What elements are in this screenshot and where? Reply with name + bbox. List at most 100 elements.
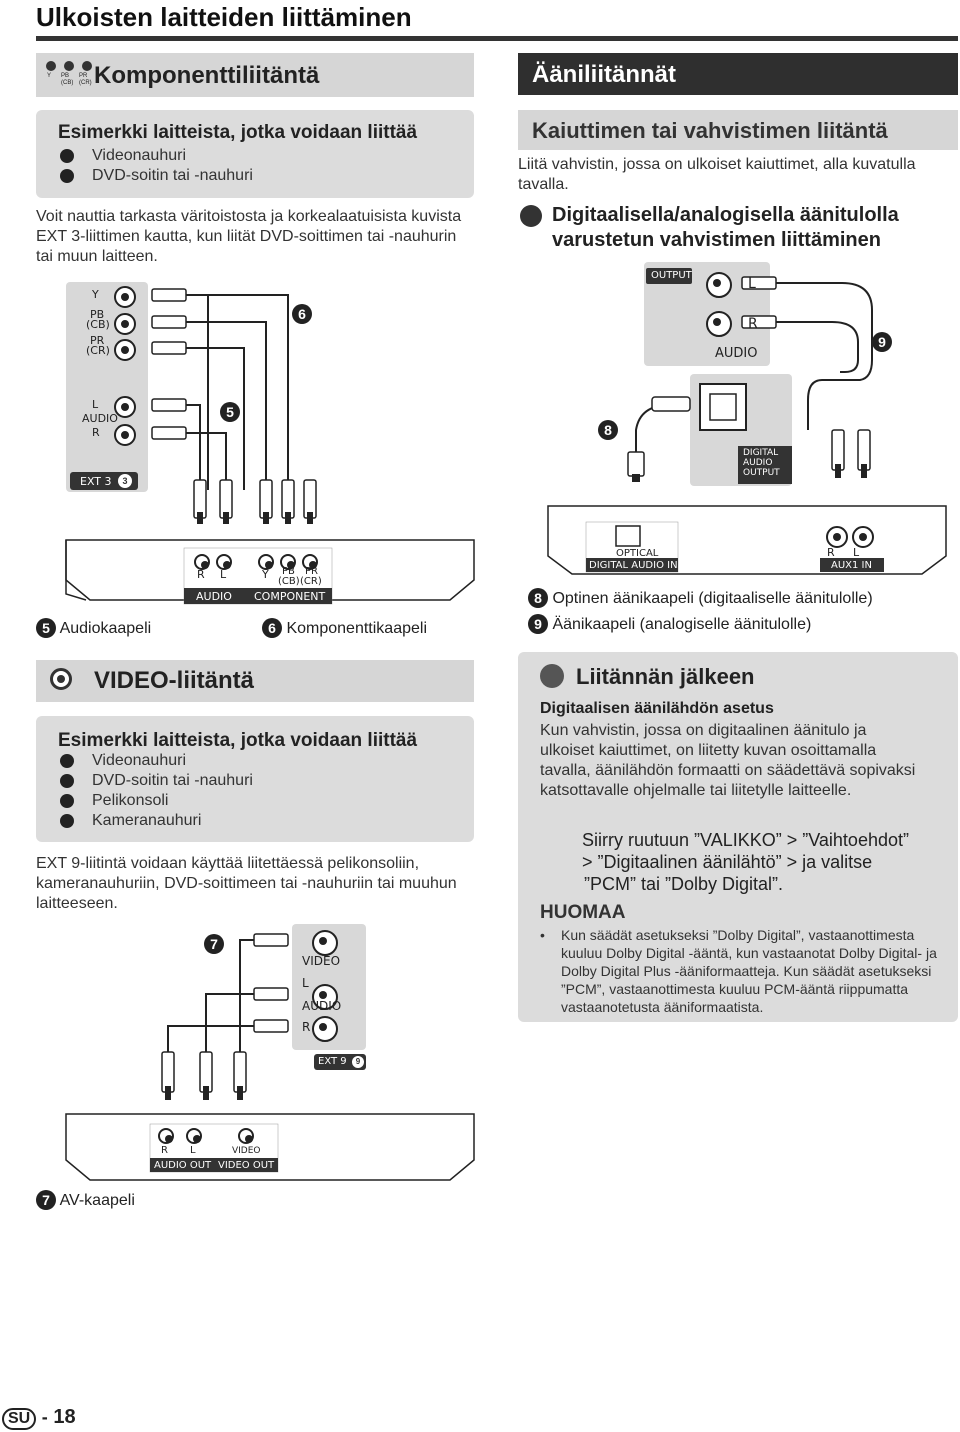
caption-8-number: 8 [528, 588, 548, 608]
after-bullet-icon [540, 664, 564, 688]
digital-output-badge: DIGITAL AUDIO OUTPUT [738, 446, 792, 484]
tv-out-r-jack [706, 311, 732, 337]
device-audio-out-l-jack [186, 1128, 202, 1144]
footer-separator: - [41, 1407, 48, 1427]
examples-title: Esimerkki laitteista, jotka voidaan liit… [58, 122, 418, 143]
component-section-header: Y PB (CB) PR (CR) Komponenttiliitäntä [36, 53, 474, 97]
note-item: • Kun säädät asetukseksi ”Dolby Digital”… [540, 926, 940, 1016]
ext3-number: 3 [118, 474, 132, 488]
caption-9-text: Äänikaapeli (analogiselle äänitulolle) [552, 616, 812, 633]
tv-cr-label: (CR) [86, 344, 110, 357]
tv-cb-label: (CB) [86, 318, 110, 331]
device-audio-l-jack [216, 554, 232, 570]
cable-9-marker: 9 [872, 332, 892, 352]
after-heading: Liitännän jälkeen [576, 664, 755, 689]
amp-l-label: L [853, 546, 860, 559]
tv-pr-jack [114, 339, 136, 361]
device-cr-label: (CR) [300, 576, 322, 587]
tv-out-r-label: R [748, 316, 758, 332]
caption-6-number: 6 [262, 618, 282, 638]
tv-y-jack [114, 286, 136, 308]
amp-subheading: Kaiuttimen tai vahvistimen liitäntä [532, 118, 888, 143]
list-item: Videonauhuri [58, 751, 253, 771]
device-r-label: R [197, 568, 205, 581]
instruction-line-3: ”PCM” tai ”Dolby Digital”. [584, 874, 784, 894]
pb-jack-icon [64, 61, 74, 71]
page-footer: SU - 18 [2, 1406, 76, 1430]
caption-5-number: 5 [36, 618, 56, 638]
audio-out-label: AUDIO OUT [154, 1160, 212, 1171]
amp-subsection-header: Kaiuttimen tai vahvistimen liitäntä [518, 110, 958, 150]
amp-aux-l-jack [852, 526, 874, 548]
pr-icon-label: PR (CR) [79, 73, 92, 86]
note-bullet: • [540, 927, 545, 943]
list-item: Videonauhuri [58, 146, 253, 166]
device-audio-out-r-jack [158, 1128, 174, 1144]
tv-pb-label: PB [90, 308, 105, 321]
device-pr-label: PR [305, 566, 318, 577]
component-icon: Y PB (CB) PR (CR) [44, 59, 98, 89]
y-icon-label: Y [47, 73, 52, 79]
caption-7-text: AV-kaapeli [59, 1192, 135, 1209]
tv-r-label: R [92, 426, 100, 439]
device-y-jack [258, 554, 274, 570]
caption-5: 5 Audiokaapeli [36, 618, 151, 638]
amp-r-label: R [827, 546, 835, 559]
ext3-badge: EXT 3 3 [70, 472, 138, 490]
tv-out-audio-label: AUDIO [715, 346, 758, 361]
device-l-label: L [220, 568, 227, 581]
video-section-header: VIDEO-liitäntä [36, 660, 474, 702]
caption-5-text: Audiokaapeli [59, 620, 152, 637]
list-item: Pelikonsoli [58, 791, 253, 811]
page-number: 18 [53, 1406, 76, 1428]
list-item: DVD-soitin tai -nauhuri [58, 771, 253, 791]
digital-label: DIGITAL [743, 448, 779, 458]
caption-8-text: Optinen äänikaapeli (digitaaliselle ääni… [552, 590, 873, 607]
audio-heading: Ääniliitännät [532, 61, 677, 88]
digital-audio-label: AUDIO [743, 458, 773, 468]
pb-icon-label: PB (CB) [61, 73, 74, 86]
caption-6-text: Komponenttikaapeli [286, 620, 427, 637]
device-pr-jack [302, 554, 318, 570]
audio-section-header: Ääniliitännät [518, 53, 958, 95]
tv-audio-label: AUDIO [82, 412, 118, 425]
aux1-in-label: AUX1 IN [831, 560, 872, 571]
video-description: EXT 9-liitintä voidaan käyttää liitettäe… [36, 855, 457, 912]
tv-video-r-label: R [302, 1020, 311, 1034]
tv-audio-l-jack [114, 396, 136, 418]
instruction-line-2: > ”Digitaalinen äänilähtö” > ja valitse [582, 852, 873, 872]
amp-intro: Liitä vahvistin, jossa on ulkoiset kaiut… [518, 156, 916, 193]
setting-body: Kun vahvistin, jossa on digitaalinen ään… [540, 722, 916, 799]
tv-video-audio-label: AUDIO [302, 999, 342, 1013]
device-component-label: COMPONENT [254, 590, 326, 603]
page-title: Ulkoisten laitteiden liittäminen [36, 2, 412, 32]
device-pb-jack [280, 554, 296, 570]
ext3-label: EXT 3 [80, 475, 112, 488]
list-item: DVD-soitin tai -nauhuri [58, 166, 253, 186]
component-heading: Komponenttiliitäntä [94, 62, 320, 89]
output-badge: OUTPUT [646, 268, 692, 284]
device-cb-label: (CB) [278, 576, 300, 587]
device-out-video-label: VIDEO [232, 1146, 261, 1156]
cable-5-marker: 5 [220, 402, 240, 422]
video-heading: VIDEO-liitäntä [94, 667, 255, 694]
output-label: OUTPUT [651, 270, 692, 281]
language-badge: SU [2, 1408, 37, 1430]
tv-pr-label: PR [90, 334, 105, 347]
tv-video-jack [312, 930, 338, 956]
tv-l-label: L [92, 398, 99, 411]
ext9-label: EXT 9 [318, 1056, 347, 1067]
video-examples-box: Esimerkki laitteista, jotka voidaan liit… [36, 716, 474, 842]
tv-pb-jack [114, 313, 136, 335]
video-out-label: VIDEO OUT [218, 1160, 275, 1171]
optical-label: OPTICAL [616, 548, 659, 559]
cable-8-marker: 8 [598, 420, 618, 440]
component-examples-box: Esimerkki laitteista, jotka voidaan liit… [36, 110, 474, 198]
tv-y-label: Y [92, 288, 99, 301]
tv-out-l-label: L [748, 276, 756, 292]
device-out-r-label: R [161, 1145, 168, 1156]
caption-8: 8 Optinen äänikaapeli (digitaaliselle ää… [528, 588, 873, 608]
setting-instruction: Siirry ruutuun ”VALIKKO” > ”Vaihtoehdot”… [582, 829, 952, 895]
device-audio-r-jack [194, 554, 210, 570]
device-audio-label: AUDIO [196, 590, 232, 603]
